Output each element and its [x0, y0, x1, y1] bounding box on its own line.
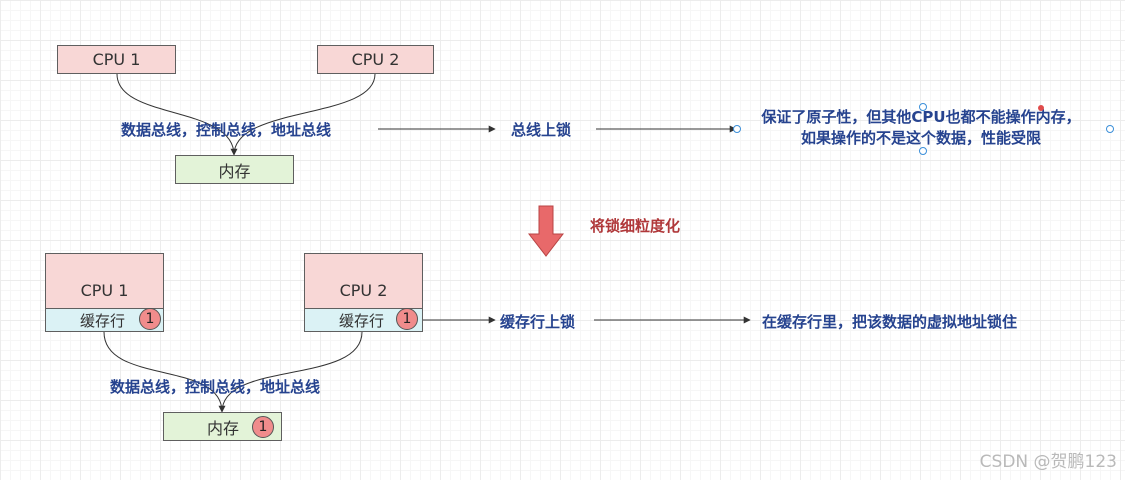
cpu2-to-memory-curve	[233, 73, 376, 156]
selection-handle-bottom[interactable]	[919, 147, 927, 155]
note-line-1: 保证了原子性，但其他CPU也都不能操作内存，	[761, 108, 1081, 126]
cpu2-label: CPU 2	[351, 50, 400, 69]
note-line-2: 如果操作的不是这个数据，性能受限	[800, 129, 1041, 147]
cache-lock-label: 缓存行上锁	[500, 313, 576, 331]
cpu1-to-memory-curve	[116, 73, 238, 156]
transition-label: 将锁细粒度化	[590, 217, 681, 235]
cpu2-box[interactable]: CPU 2	[317, 45, 434, 74]
bottom-memory-label: 内存	[207, 418, 240, 438]
selection-handle-top[interactable]	[919, 103, 927, 111]
cache2-to-memory-curve	[221, 331, 363, 413]
bottom-cpu2-label: CPU 2	[339, 281, 388, 300]
selection-handle-right[interactable]	[1106, 125, 1114, 133]
result-label: 在缓存行里，把该数据的虚拟地址锁住	[762, 313, 1018, 331]
selection-handle-left[interactable]	[733, 125, 741, 133]
note-text: 保证了原子性，但其他CPU也都不能操作内存， 如果操作的不是这个数据，性能受限	[742, 107, 1100, 149]
rotation-handle[interactable]	[1038, 105, 1044, 111]
bottom-cpu1-label: CPU 1	[80, 281, 129, 300]
cache-line-2-label: 缓存行	[339, 311, 385, 330]
top-memory-label: 内存	[218, 161, 251, 181]
cache1-to-memory-curve	[103, 331, 226, 413]
bus-lock-label: 总线上锁	[511, 121, 572, 139]
memory-badge: 1	[252, 416, 274, 438]
bottom-bus-label: 数据总线，控制总线，地址总线	[110, 378, 321, 396]
cache-line-2-badge: 1	[396, 308, 418, 330]
cache-line-1-label: 缓存行	[80, 311, 126, 330]
transition-down-arrow	[527, 205, 565, 257]
watermark: CSDN @贺鹏123	[979, 452, 1117, 472]
cpu1-label: CPU 1	[92, 50, 141, 69]
top-bus-label: 数据总线，控制总线，地址总线	[121, 121, 332, 139]
top-memory-box[interactable]: 内存	[175, 155, 294, 184]
cpu1-box[interactable]: CPU 1	[57, 45, 176, 74]
cache-line-1-badge: 1	[139, 308, 161, 330]
